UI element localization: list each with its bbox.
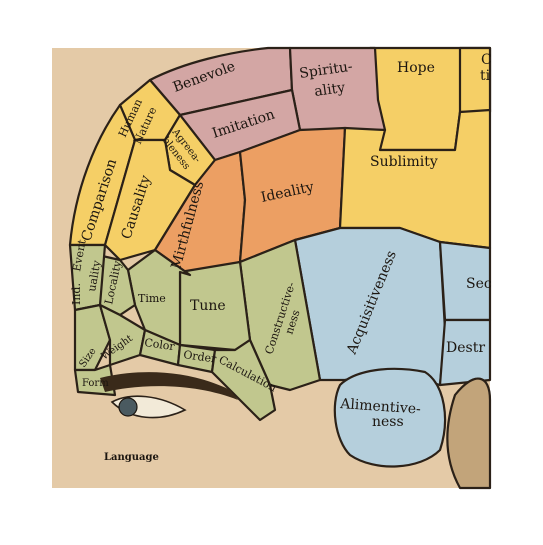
label-alimentiveness-1: Alimentive- <box>339 396 422 418</box>
region-size <box>73 303 112 372</box>
region-causality <box>103 138 197 262</box>
region-destructiveness <box>438 318 492 387</box>
label-conscientiousness-1: C <box>481 52 492 68</box>
iris <box>118 397 138 417</box>
label-hope: Hope <box>397 60 435 76</box>
eyebrow <box>100 372 238 400</box>
region-comparison <box>68 103 137 247</box>
label-eventuality-1: Event <box>70 238 89 273</box>
label-alimentiveness-2: ness <box>372 414 404 430</box>
ear <box>446 377 492 490</box>
label-language: Language <box>104 452 159 463</box>
label-color: Color <box>144 336 177 353</box>
label-conscientiousness-2: ti <box>480 68 491 84</box>
label-eventuality-2: uality <box>85 259 103 293</box>
label-spirituality-1: Spiritu- <box>298 59 354 82</box>
region-time <box>126 248 192 347</box>
label-spirituality-2: ality <box>313 80 346 100</box>
label-sublimity: Sublimity <box>370 154 438 170</box>
label-tune: Tune <box>190 298 226 314</box>
region-alimentiveness <box>333 367 447 468</box>
label-time: Time <box>138 292 166 305</box>
label-order: Order <box>183 348 218 366</box>
region-calculation <box>210 338 277 422</box>
label-form: Form <box>82 378 109 389</box>
label-individuality: Ind. <box>70 283 83 305</box>
label-destructiveness: Destr <box>446 340 485 356</box>
label-secretiveness: Sec <box>466 276 492 292</box>
